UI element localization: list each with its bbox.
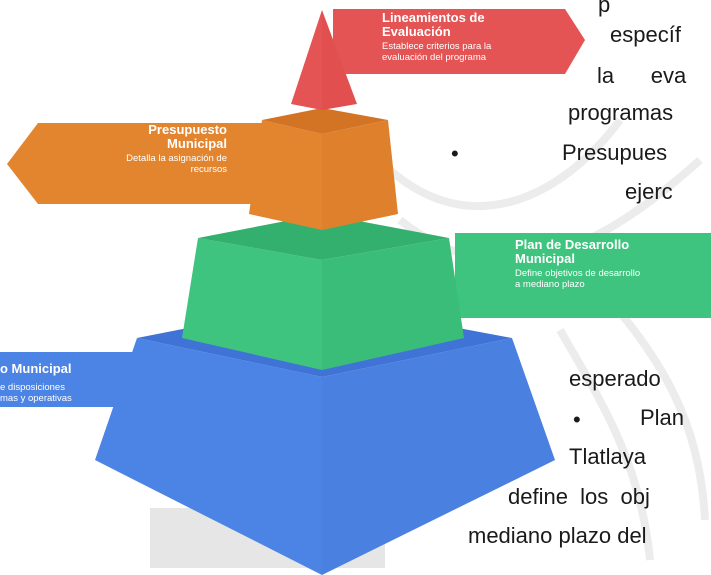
label-title: Presupuesto bbox=[148, 122, 227, 137]
background-text: p bbox=[598, 0, 611, 17]
label-presupuesto: Presupuesto Municipal Detalla la asignac… bbox=[40, 122, 227, 176]
label-description: evaluación del programa bbox=[382, 52, 487, 63]
banner-plan bbox=[455, 233, 711, 318]
label-description: a mediano plazo bbox=[515, 279, 585, 290]
pyramid-layer-2-right bbox=[322, 120, 398, 230]
pyramid-layer-3-right bbox=[322, 238, 464, 370]
label-description: Detalla la asignación de bbox=[126, 153, 227, 164]
pyramid-layer-3-top bbox=[198, 214, 449, 260]
background-text: específ bbox=[610, 22, 681, 47]
pyramid-layer-bottom-right bbox=[322, 338, 555, 575]
background-text: programas bbox=[568, 100, 674, 125]
background-text: Plan bbox=[640, 405, 685, 430]
label-description: Define objetivos de desarrollo bbox=[515, 268, 641, 279]
background-text: • bbox=[573, 407, 581, 432]
background-text: ejerc bbox=[625, 179, 673, 204]
pyramid-layer-3-left bbox=[182, 238, 322, 370]
banner-presupuesto bbox=[7, 123, 262, 204]
label-description: mas y operativas bbox=[0, 393, 72, 404]
label-lineamientos: Lineamientos de Evaluación Establece cri… bbox=[382, 10, 572, 64]
label-title: Plan de Desarrollo bbox=[515, 237, 630, 252]
label-description: e disposiciones bbox=[0, 382, 65, 393]
background-text: la eva bbox=[597, 63, 687, 88]
label-municipal: o Municipal e disposiciones mas y operat… bbox=[0, 361, 158, 405]
pyramid-layer-2-top bbox=[262, 108, 388, 134]
label-title: o Municipal bbox=[0, 361, 72, 376]
label-title: Municipal bbox=[515, 251, 575, 266]
background-text: define los obj bbox=[508, 484, 650, 509]
background-text: mediano plazo del bbox=[468, 523, 647, 548]
background-text: Tlatlaya bbox=[569, 444, 647, 469]
pyramid-layer-top-right bbox=[322, 10, 357, 110]
label-title: Municipal bbox=[167, 136, 227, 151]
background-text: • bbox=[451, 141, 459, 166]
pyramid-layer-bottom-left bbox=[95, 338, 322, 575]
pyramid-layer-2-left bbox=[249, 120, 322, 230]
pyramid-layer-top-left bbox=[291, 10, 322, 110]
label-description: Establece criterios para la bbox=[382, 41, 492, 52]
background-text: Presupues bbox=[562, 140, 668, 165]
background-text: esperado bbox=[569, 366, 661, 391]
label-description: recursos bbox=[190, 164, 227, 175]
label-title: Evaluación bbox=[382, 24, 451, 39]
label-plan-desarrollo: Plan de Desarrollo Municipal Define obje… bbox=[515, 237, 705, 291]
banner-lineamientos bbox=[333, 9, 585, 74]
label-title: Lineamientos de bbox=[382, 10, 485, 25]
